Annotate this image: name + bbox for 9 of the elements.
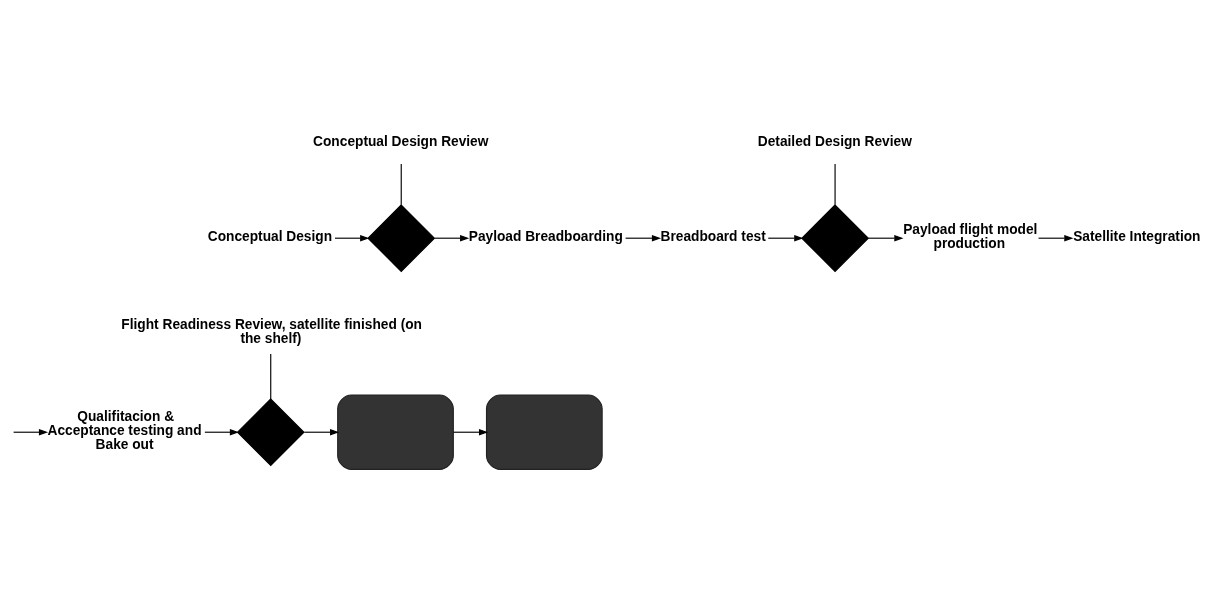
- node-text: Qualifitacion & Acceptance testing and Bake out: [47, 409, 202, 452]
- node-text: Satellite Integration: [1073, 228, 1201, 244]
- node-text: Conceptual Design Review: [313, 133, 489, 149]
- node-text: Conceptual Design: [207, 228, 333, 244]
- node-text: Payload Breadboarding: [468, 228, 623, 244]
- node-text: Payload flight model production: [903, 222, 1038, 252]
- node-text: Breadboard test: [660, 228, 766, 244]
- node-text: Detailed Design Review: [757, 133, 912, 149]
- node-text: Flight Readiness Review, satellite finished (on the shelf): [121, 317, 422, 347]
